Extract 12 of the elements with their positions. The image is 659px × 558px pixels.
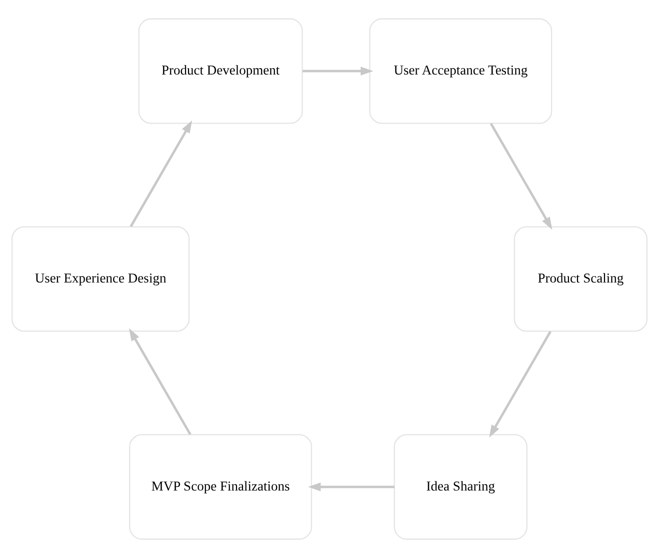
node-box: Idea Sharing xyxy=(394,434,528,540)
node-box: User Experience Design xyxy=(11,226,190,332)
arrow xyxy=(130,120,192,228)
arrow xyxy=(302,66,374,76)
node-box: User Acceptance Testing xyxy=(369,18,552,124)
arrow xyxy=(129,328,192,436)
arrow xyxy=(489,330,552,438)
node-box: MVP Scope Finalizations xyxy=(129,434,312,540)
arrow xyxy=(308,482,394,492)
node-box: Product Scaling xyxy=(514,226,648,332)
node-box: Product Development xyxy=(138,18,303,124)
arrow xyxy=(490,122,552,230)
